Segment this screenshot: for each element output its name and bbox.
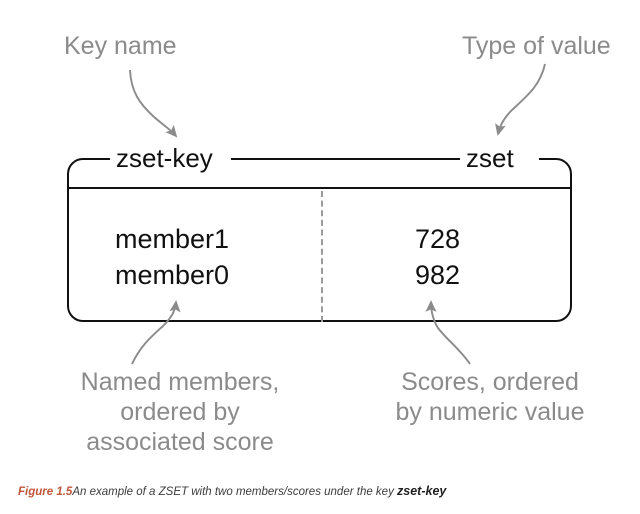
figure-caption: Figure 1.5An example of a ZSET with two …: [18, 484, 446, 499]
member-name: member0: [115, 259, 230, 290]
zset-box: [67, 158, 572, 322]
arrow-key-name-to-zset-key: [129, 69, 178, 138]
annotation-scores: Scores, ordered by numeric value: [360, 367, 620, 427]
annotation-key-name: Key name: [64, 32, 177, 60]
member-score: 982: [415, 259, 461, 290]
annotation-named-members: Named members, ordered by associated sco…: [20, 367, 340, 457]
figure-number: Figure 1.5: [18, 486, 73, 498]
zset-entries: member1 728 member0 982: [69, 190, 570, 320]
annotation-scores-line-1: Scores, ordered: [401, 368, 579, 396]
zset-key-name: zset-key: [116, 143, 213, 173]
member-name: member1: [115, 223, 230, 254]
member-score-divider: [321, 191, 323, 322]
zset-row: member1 728: [69, 221, 570, 257]
zset-type-label: zset: [466, 143, 514, 173]
zset-row: member0 982: [69, 257, 570, 293]
annotation-named-members-line-1: Named members,: [80, 368, 280, 396]
header-border-gap-type: [460, 153, 539, 162]
figure-caption-key: zset-key: [397, 484, 447, 498]
annotation-scores-line-2: by numeric value: [395, 398, 585, 426]
arrow-type-of-value-to-zset: [495, 63, 546, 136]
member-score: 728: [415, 223, 461, 254]
annotation-named-members-line-3: associated score: [86, 428, 274, 456]
annotation-named-members-line-2: ordered by: [120, 398, 240, 426]
box-header-separator: [67, 187, 572, 189]
header-border-gap-key: [110, 153, 231, 162]
annotation-type-of-value: Type of value: [462, 32, 611, 60]
figure-caption-text: An example of a ZSET with two members/sc…: [72, 486, 398, 498]
